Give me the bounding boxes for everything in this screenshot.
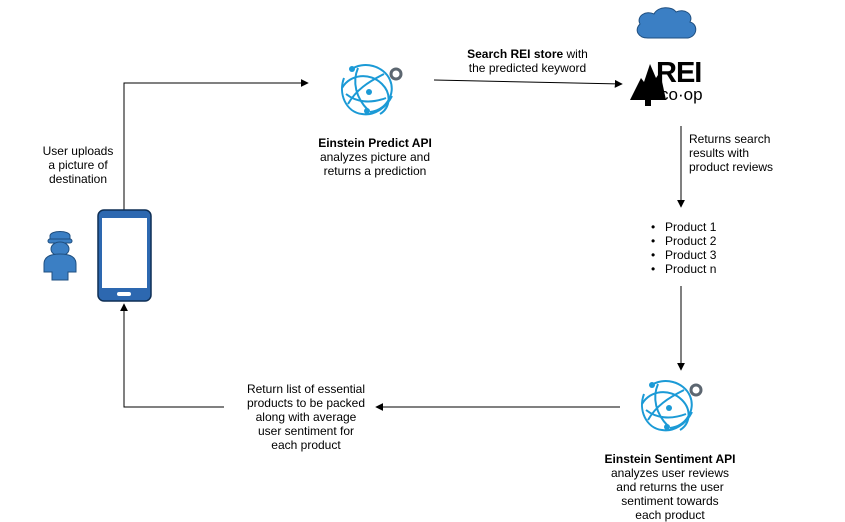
connectors [120,79,685,411]
search-rei-label: Search REI store with the predicted keyw… [467,47,588,75]
rei-coop-text: co·op [660,85,703,104]
list-item: Product 2 [651,234,716,248]
arrow-predict-to-rei [433,79,623,88]
rei-brand-text: REI [656,57,702,89]
list-item: Product 1 [651,220,716,234]
arrow-phone-to-predict [123,79,309,210]
product-list: Product 1 Product 2 Product 3 Product n [651,220,716,276]
user-icon [43,231,77,281]
list-item: Product 3 [651,248,716,262]
list-item: Product n [651,262,716,276]
rei-logo: REI co·op [628,58,708,108]
arrow-return-to-phone [120,303,224,408]
einstein-predict-logo [340,63,403,116]
cloud-icon [636,7,697,39]
einstein-sentiment-title: Einstein Sentiment API [604,452,736,466]
user-upload-label: User uploads a picture of destination [42,144,114,186]
einstein-sentiment-logo [640,379,703,432]
einstein-predict-label: Einstein Predict API analyzes picture an… [300,136,450,178]
einstein-sentiment-label: Einstein Sentiment API analyzes user rev… [590,452,750,522]
einstein-predict-title: Einstein Predict API [318,136,432,150]
returns-search-label: Returns search results with product revi… [689,132,774,174]
rei-tree-icon [630,64,666,106]
return-list-label: Return list of essential products to be … [246,382,366,452]
smartphone-icon [97,209,152,302]
